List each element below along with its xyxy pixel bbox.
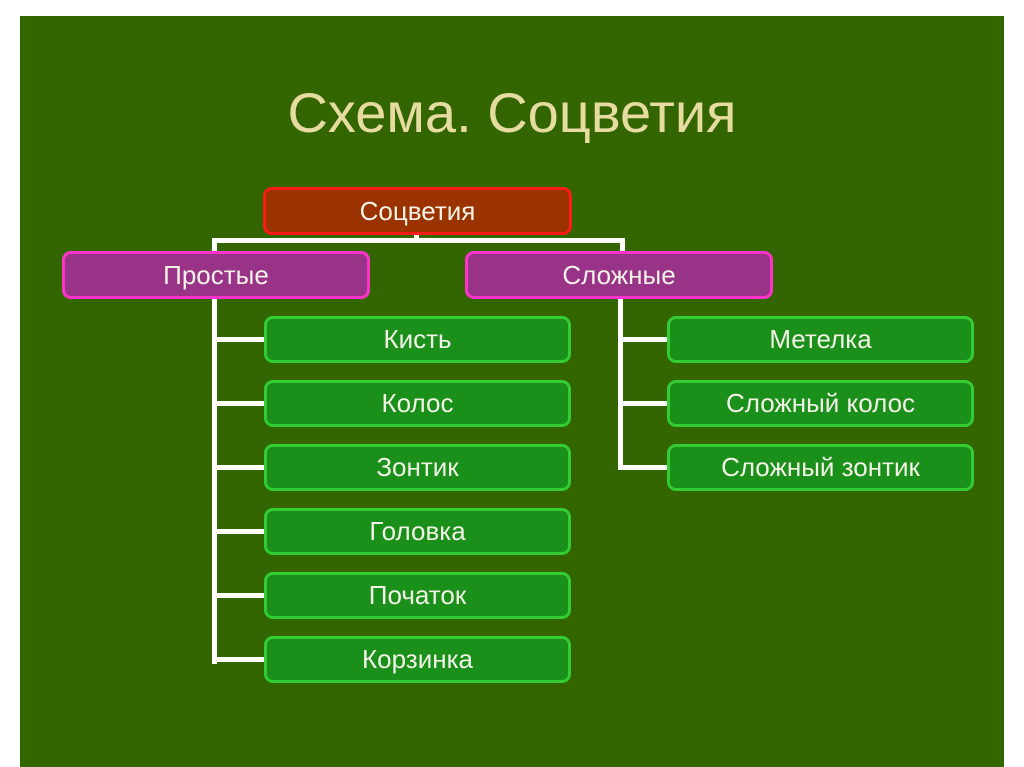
connector [212, 593, 266, 598]
connector [618, 299, 623, 470]
complex-item: Сложный колос [667, 380, 974, 427]
connector [212, 465, 266, 470]
simple-node: Простые [62, 251, 370, 299]
complex-node: Сложные [465, 251, 773, 299]
root-node: Соцветия [263, 187, 572, 235]
slide-title: Схема. Соцветия [287, 81, 737, 144]
simple-item: Початок [264, 572, 571, 619]
connector [618, 337, 669, 342]
connector [212, 238, 625, 243]
simple-item: Головка [264, 508, 571, 555]
complex-item: Сложный зонтик [667, 444, 974, 491]
connector [212, 299, 217, 664]
connector [618, 401, 669, 406]
connector [212, 337, 266, 342]
simple-item: Корзинка [264, 636, 571, 683]
connector [618, 465, 669, 470]
connector [212, 657, 266, 662]
complex-item: Метелка [667, 316, 974, 363]
connector [212, 238, 217, 251]
connector [212, 401, 266, 406]
simple-item: Колос [264, 380, 571, 427]
connector [212, 529, 266, 534]
connector [620, 238, 625, 251]
simple-item: Зонтик [264, 444, 571, 491]
simple-item: Кисть [264, 316, 571, 363]
